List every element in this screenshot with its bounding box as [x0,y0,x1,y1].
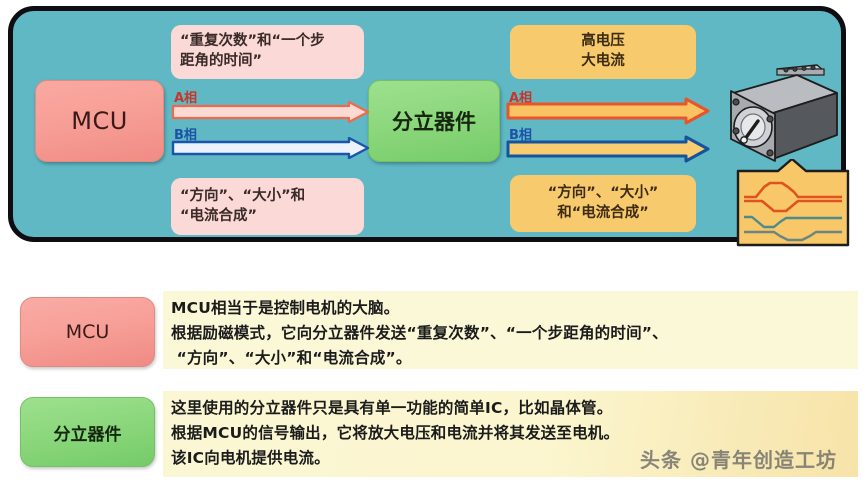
bubble-output-direction: “方向”、“大小” 和“电流合成” [510,175,696,232]
legend-chip-discrete: 分立器件 [20,397,155,467]
bubble-mcu-signals-direction: “方向”、“大小”和 “电流合成” [171,178,364,235]
motor-face [732,98,774,157]
stepper-motor-icon [730,64,838,162]
phase-a-arrow-left [171,101,370,123]
legend-mcu-line-3: “方向”、“大小”和“电流合成”。 [171,349,412,368]
legend-mcu-line-2: 根据励磁模式，它向分立器件发送“重复次数”、“一个步距角的时间”、 [171,324,668,343]
discrete-node: 分立器件 [368,80,500,162]
watermark: 头条 @青年创造工坊 [640,448,837,472]
phase-a-label-right: A相 [509,91,533,106]
bubble-mcu-signals-timing: “重复次数”和“一个步 距角的时间” [171,25,364,79]
legend-discrete-line-1: 这里使用的分立器件只是具有单一功能的简单IC，比如晶体管。 [171,399,613,417]
phase-b-arrow-left [171,137,370,159]
motor-terminal-block [776,64,825,76]
bubble-high-voltage-current: 高电压 大电流 [510,25,696,79]
phase-a-arrow-right [506,97,710,125]
mcu-node: MCU [35,80,164,162]
phase-a-current-trace-lower [744,199,842,213]
phase-b-current-trace [744,215,842,229]
phase-b-label-right: B相 [509,128,532,143]
phase-a-current-trace [744,181,842,199]
phase-b-arrow-right [506,135,710,163]
phase-b-label-left: B相 [174,128,197,143]
mcu-node-label: MCU [71,107,128,135]
legend-text-discrete: 这里使用的分立器件只是具有单一功能的简单IC，比如晶体管。 根据MCU的信号输出… [163,391,858,477]
legend-discrete-line-3: 该IC向电机提供电流。 [171,449,330,468]
discrete-node-label: 分立器件 [392,110,476,134]
current-waveform-callout [736,159,850,247]
legend-chip-mcu: MCU [20,297,155,367]
composite-current-trace [744,230,842,242]
legend-text-mcu: MCU相当于是控制电机的大脑。 根据励磁模式，它向分立器件发送“重复次数”、“一… [163,291,858,369]
legend-chip-mcu-label: MCU [65,321,110,343]
legend-discrete-line-2: 根据MCU的信号输出，它将放大电压和电流并将其发送至电机。 [171,424,620,443]
diagram-panel: MCU 分立器件 “重复次数”和“一个步 距角的时间” “方向”、“大小”和 “… [8,6,850,247]
legend-mcu-line-1: MCU相当于是控制电机的大脑。 [171,299,400,317]
legend-chip-discrete-label: 分立器件 [53,424,122,445]
phase-a-label-left: A相 [174,91,198,106]
